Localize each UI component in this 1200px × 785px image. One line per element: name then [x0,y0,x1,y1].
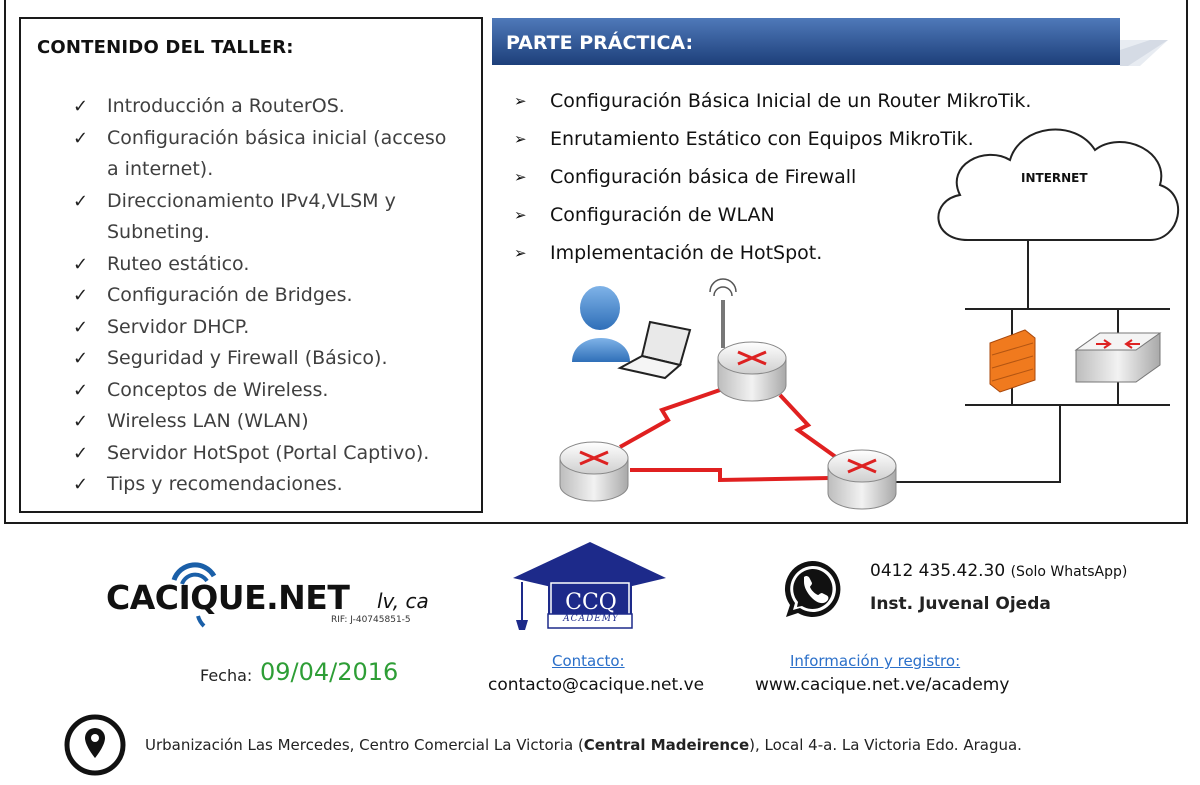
check-mark-icon: ✓ [73,316,89,338]
location-pin-icon [64,714,126,776]
banner-tail-decoration [1120,40,1168,66]
check-mark-icon: ✓ [73,348,89,369]
address: Urbanización Las Mercedes, Centro Comerc… [145,736,1022,754]
check-mark-icon: ✓ [73,379,89,401]
check-mark-icon: ✓ [73,127,89,149]
course-content-item: ✓ Wireless LAN (WLAN) [73,406,462,438]
check-mark-icon: ✓ [73,253,89,275]
check-mark-icon: ✓ [73,190,89,212]
contact-email[interactable]: contacto@cacique.net.ve [488,675,705,695]
cloud-icon [937,128,1179,241]
course-content-item: ✓ Introducción a RouterOS. [73,91,462,123]
course-content-item: ✓ Tips y recomendaciones. [73,469,462,501]
practice-banner [492,18,1120,65]
practice-item-text: Configuración Básica Inicial de un Route… [550,90,1032,112]
practice-list: ➢ Configuración Básica Inicial de un Rout… [514,82,1031,272]
practice-item-text: Configuración de WLAN [550,204,775,226]
check-mark-icon: ✓ [73,442,89,464]
switch-icon [1074,332,1162,383]
date-label: Fecha: [200,666,253,685]
cacique-logo-waves [171,562,217,628]
check-mark-icon: ✓ [73,285,89,306]
address-start: Urbanización Las Mercedes, Centro Comerc… [145,736,584,754]
cacique-brand-suffix: lv, ca [377,589,429,613]
course-content-item-text: Configuración de Bridges. [107,284,353,306]
arrow-bullet-icon: ➢ [514,92,527,110]
firewall-icon [989,329,1036,393]
top-frame [4,0,1188,524]
arrow-bullet-icon: ➢ [514,244,527,262]
user-icon [572,286,630,362]
router-icon [827,449,897,510]
check-mark-icon: ✓ [73,96,89,117]
practice-item: ➢ Configuración básica de Firewall [514,158,1031,196]
course-content-item-text: Tips y recomendaciones. [107,473,343,495]
address-bold: Central Madeirence [583,736,750,754]
course-content-item: ✓ Configuración de Bridges. [73,280,462,312]
course-content-item-text: Conceptos de Wireless. [107,378,329,401]
course-content-item: ✓ Servidor DHCP. [73,312,462,344]
arrow-bullet-icon: ➢ [514,168,527,186]
check-mark-icon: ✓ [73,411,89,432]
contact-link[interactable]: Contacto: [552,652,625,670]
info-link[interactable]: Información y registro: [790,652,961,670]
practice-item: ➢ Implementación de HotSpot. [514,234,1031,272]
internet-label: INTERNET [1021,171,1088,185]
network-diagram [559,128,1179,510]
practice-item: ➢ Enrutamiento Estático con Equipos Mikro… [514,120,1031,158]
course-content-item: ✓ Conceptos de Wireless. [73,375,462,407]
date-value: 09/04/2016 [260,658,399,686]
course-content-item-text: Wireless LAN (WLAN) [107,410,309,432]
arrow-bullet-icon: ➢ [514,130,527,148]
router-icon [559,441,629,502]
course-content-list: ✓ Introducción a RouterOS. ✓ Configuración … [73,91,462,501]
practice-item: ➢ Configuración Básica Inicial de un Rout… [514,82,1031,120]
phone-value: 0412 435.42.30 [870,561,1006,581]
ccq-text: CCQ [565,590,617,615]
course-content-item-text: Servidor HotSpot (Portal Captivo). [107,441,430,464]
practice-item-text: Enrutamiento Estático con Equipos MikroT… [550,128,974,150]
address-end: ), Local 4-a. La Victoria Edo. Aragua. [749,736,1022,754]
course-content-item-text: Seguridad y Firewall (Básico). [107,347,388,369]
ccq-academy-logo [513,542,666,630]
practice-item: ➢ Configuración de WLAN [514,196,1031,234]
check-mark-icon: ✓ [73,474,89,495]
academy-text: ACADEMY [563,614,619,624]
course-content-item-text: Ruteo estático. [107,252,250,275]
course-content-item: ✓ Seguridad y Firewall (Básico). [73,343,462,375]
phone-number: 0412 435.42.30 (Solo WhatsApp) [870,561,1127,581]
whatsapp-icon[interactable] [780,557,844,621]
institution: Inst. Juvenal Ojeda [870,594,1051,614]
course-content-item: ✓ Direccionamiento IPv4,VLSM y Subneting. [73,186,462,249]
arrow-bullet-icon: ➢ [514,206,527,224]
course-content-box: CONTENIDO DEL TALLER: ✓ Introducción a Ro… [19,17,483,513]
practice-item-text: Implementación de HotSpot. [550,242,823,264]
phone-note: (Solo WhatsApp) [1010,564,1128,580]
wireless-router-icon [709,278,787,402]
practice-item-text: Configuración básica de Firewall [550,166,857,188]
course-content-title: CONTENIDO DEL TALLER: [37,37,294,58]
wan-links [619,388,842,483]
info-url[interactable]: www.cacique.net.ve/academy [755,675,1010,695]
course-content-item: ✓ Servidor HotSpot (Portal Captivo). [73,438,462,470]
rif-number: RIF: J-40745851-5 [331,615,411,625]
course-content-item: ✓ Ruteo estático. [73,249,462,281]
course-content-item: ✓ Configuración básica inicial (acceso a … [73,123,462,186]
course-content-item-text: Servidor DHCP. [107,315,250,338]
laptop-icon [617,320,692,380]
course-content-item-text: Introducción a RouterOS. [107,95,345,117]
course-content-item-text: Direccionamiento IPv4,VLSM y Subneting. [107,189,396,244]
course-content-item-text: Configuración básica inicial (acceso a i… [107,126,447,181]
practice-title: PARTE PRÁCTICA: [506,32,694,54]
cacique-brand: CACIQUE.NET [106,578,350,617]
